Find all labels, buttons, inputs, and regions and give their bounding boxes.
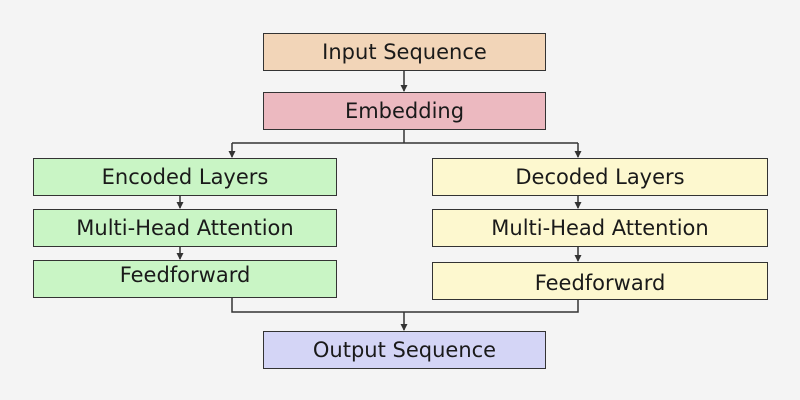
output-sequence-box: Output Sequence	[263, 331, 546, 369]
decoder-feedforward-label: Feedforward	[534, 270, 666, 295]
encoded-layers-box: Encoded Layers	[33, 158, 337, 196]
embedding-label: Embedding	[344, 98, 465, 123]
decoder-multi-head-attention-box: Multi-Head Attention	[432, 209, 768, 247]
decoded-layers-label: Decoded Layers	[515, 164, 685, 189]
decoder-multi-head-attention-label: Multi-Head Attention	[491, 215, 709, 240]
input-sequence-label: Input Sequence	[322, 39, 487, 64]
input-sequence-box: Input Sequence	[263, 33, 546, 71]
encoder-multi-head-attention-label: Multi-Head Attention	[76, 215, 294, 240]
edge-embedding-split	[232, 130, 578, 144]
decoder-feedforward-box: Feedforward	[432, 262, 768, 300]
decoded-layers-box: Decoded Layers	[432, 158, 768, 196]
edge-merge	[231, 298, 579, 313]
embedding-box: Embedding	[263, 92, 546, 130]
encoder-feedforward-box: Feedforward	[33, 260, 337, 298]
encoder-multi-head-attention-box: Multi-Head Attention	[33, 209, 337, 247]
encoded-layers-label: Encoded Layers	[101, 164, 269, 189]
encoder-feedforward-label: Feedforward	[119, 263, 251, 287]
output-sequence-label: Output Sequence	[312, 337, 497, 362]
